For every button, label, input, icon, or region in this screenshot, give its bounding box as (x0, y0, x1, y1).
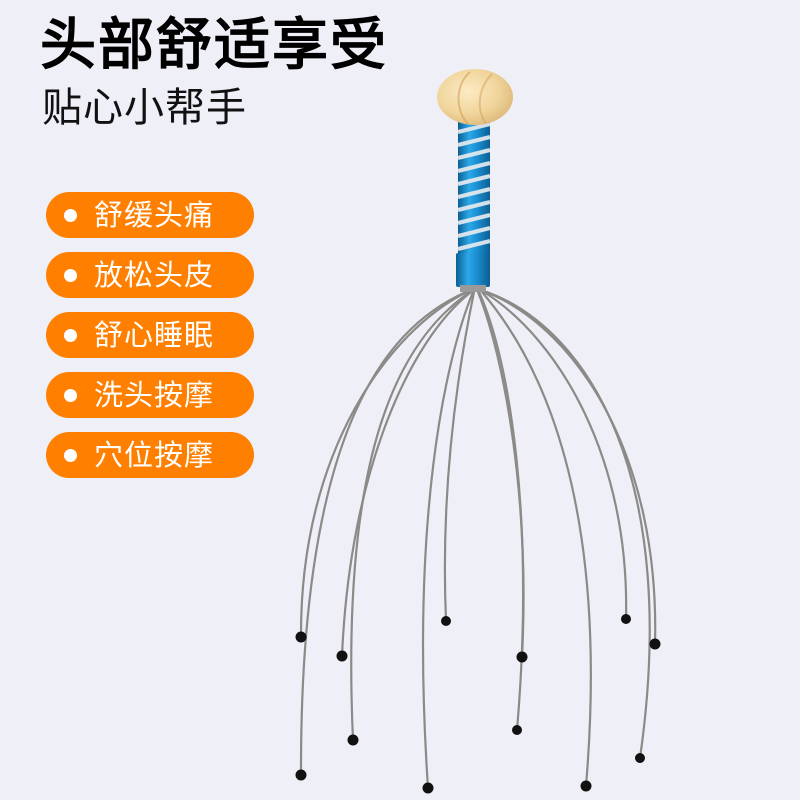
feature-label: 洗头按摩 (94, 378, 215, 412)
bullet-dot-icon (64, 268, 77, 282)
headline-title: 头部舒适享受 (40, 13, 388, 78)
feature-label: 舒心睡眠 (94, 318, 215, 352)
feature-label: 放松头皮 (94, 258, 215, 292)
feature-badge-shampoo-massage: 洗头按摩 (46, 372, 254, 418)
bullet-dot-icon (64, 448, 77, 462)
massager-handle (456, 120, 491, 292)
feature-badge-sleep: 舒心睡眠 (46, 312, 254, 358)
headline-subtitle: 贴心小帮手 (42, 85, 247, 131)
feature-badge-acupoint-massage: 穴位按摩 (46, 432, 254, 478)
feature-badge-scalp-relax: 放松头皮 (46, 252, 254, 298)
wooden-knob (437, 69, 513, 125)
bullet-dot-icon (64, 388, 77, 402)
feature-label: 穴位按摩 (94, 438, 215, 472)
feature-label: 舒缓头痛 (94, 198, 215, 232)
wire-prongs (299, 290, 657, 790)
wire-tips (295, 614, 661, 794)
feature-badge-headache-relief: 舒缓头痛 (46, 192, 254, 238)
bullet-dot-icon (64, 208, 77, 222)
feature-list: 舒缓头痛 放松头皮 舒心睡眠 洗头按摩 穴位按摩 (46, 192, 254, 492)
bullet-dot-icon (64, 328, 77, 342)
